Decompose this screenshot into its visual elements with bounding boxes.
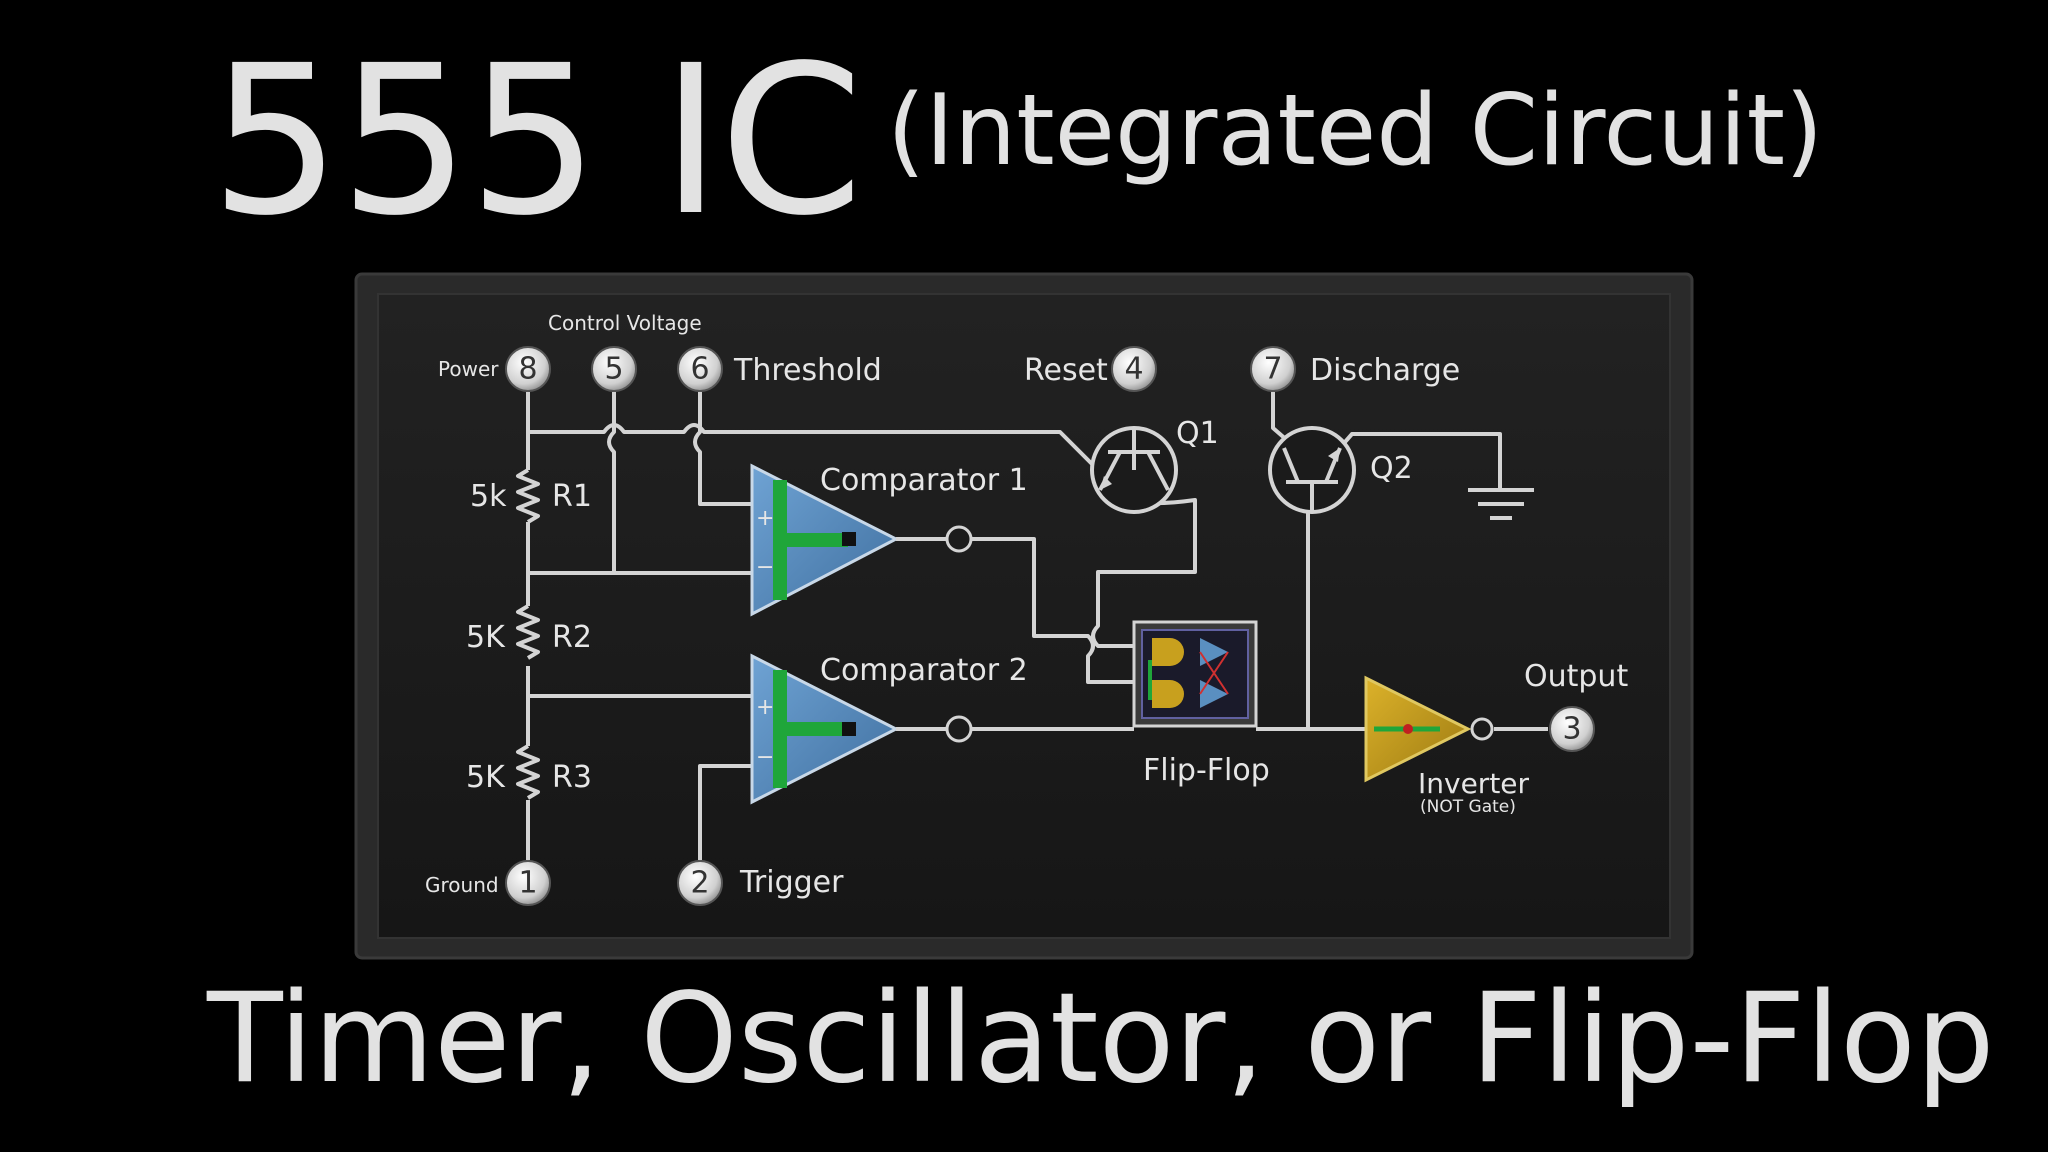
pin-4-reset: 4 — [1111, 346, 1157, 392]
pin-2-number: 2 — [690, 866, 709, 901]
pin-5-label: Control Voltage — [548, 311, 702, 335]
inverter-label: Inverter — [1418, 767, 1530, 800]
page-title: 555 IC — [210, 21, 863, 261]
pin-3-number: 3 — [1562, 712, 1581, 747]
page-subtitle: (Integrated Circuit) — [887, 74, 1824, 188]
pin-4-label: Reset — [1024, 353, 1108, 388]
pin-6-number: 6 — [690, 352, 709, 387]
pin-8-number: 8 — [518, 352, 537, 387]
pin-8-power: 8 — [505, 346, 551, 392]
inverter-sublabel: (NOT Gate) — [1420, 797, 1516, 817]
comparator-1-plus: + — [756, 506, 774, 531]
resistor-r3: 5K R3 — [466, 744, 592, 800]
resistor-r3-name: R3 — [552, 760, 592, 795]
inverter: Inverter (NOT Gate) — [1364, 675, 1530, 817]
pin-2-label: Trigger — [739, 865, 844, 900]
flip-flop-label: Flip-Flop — [1143, 753, 1270, 788]
pin-7-discharge: 7 — [1250, 346, 1296, 392]
pin-1-label: Ground — [425, 873, 499, 897]
flip-flop: Flip-Flop — [1132, 620, 1270, 788]
pin-6-threshold: 6 — [677, 346, 723, 392]
comparator-2: + − Comparator 2 — [750, 653, 1028, 805]
pin-2-trigger: 2 — [677, 860, 723, 906]
pin-5-number: 5 — [604, 352, 623, 387]
transistor-q2-label: Q2 — [1370, 451, 1413, 486]
comparator-1-label: Comparator 1 — [820, 463, 1028, 498]
pin-3-label: Output — [1524, 659, 1628, 694]
pin-8-label: Power — [438, 357, 499, 381]
pin-6-label: Threshold — [733, 353, 882, 388]
transistor-q1: Q1 — [1090, 416, 1219, 514]
resistor-r1: 5k R1 — [470, 468, 592, 524]
resistor-r1-name: R1 — [552, 479, 592, 514]
pin-7-label: Discharge — [1310, 353, 1460, 388]
pin-1-ground: 1 — [505, 860, 551, 906]
pin-1-number: 1 — [518, 866, 537, 901]
comparator-2-minus: − — [756, 745, 774, 770]
pin-4-number: 4 — [1124, 352, 1143, 387]
ic-panel — [377, 293, 1671, 939]
comparator-1-minus: − — [756, 555, 774, 580]
resistor-r2: 5K R2 — [466, 604, 592, 660]
resistor-r1-value: 5k — [470, 479, 507, 514]
footer-caption: Timer, Oscillator, or Flip-Flop — [207, 967, 1995, 1111]
resistor-r3-value: 5K — [466, 760, 506, 795]
resistor-r2-name: R2 — [552, 620, 592, 655]
resistor-r2-value: 5K — [466, 620, 506, 655]
pin-3-output: 3 — [1549, 706, 1595, 752]
comparator-1: + − Comparator 1 — [750, 463, 1028, 617]
pin-5-control-voltage: 5 — [591, 346, 637, 392]
transistor-q2: Q2 — [1268, 426, 1413, 514]
transistor-q1-label: Q1 — [1176, 416, 1219, 451]
comparator-2-label: Comparator 2 — [820, 653, 1028, 688]
comparator-2-plus: + — [756, 695, 774, 720]
pin-7-number: 7 — [1263, 352, 1282, 387]
